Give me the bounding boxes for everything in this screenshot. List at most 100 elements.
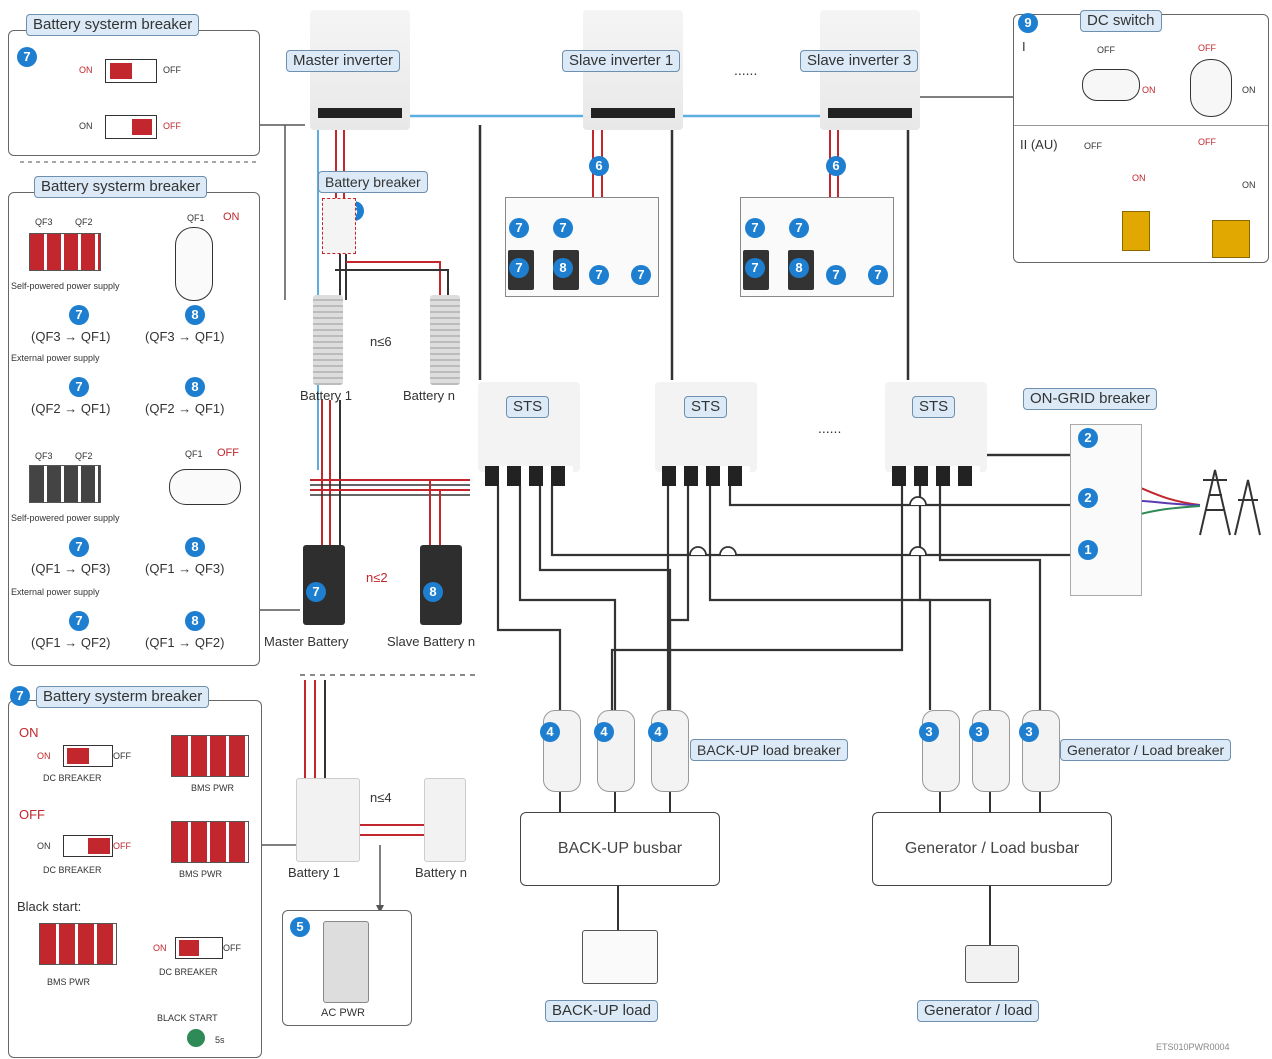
external-power-label: External power supply xyxy=(11,587,100,597)
breaker-switch-off-icon xyxy=(105,115,157,139)
breaker-off-label: OFF xyxy=(113,841,131,851)
slave-battery-label: Slave Battery n xyxy=(387,634,476,649)
generator-device xyxy=(965,945,1019,983)
dc-switch-lock-icon xyxy=(1212,220,1250,258)
panel-b-title: Battery systerm breaker xyxy=(34,176,208,198)
battery-n-lower-unit xyxy=(424,778,466,862)
step-marker-3: 3 xyxy=(969,722,989,742)
step-marker-7: 7 xyxy=(69,611,89,631)
dc-switch-off-label: OFF xyxy=(1084,141,1102,151)
battery-system-breaker-panel-b: QF3 QF2 QF1 ON Self-powered power supply… xyxy=(8,192,260,666)
step-marker-8: 8 xyxy=(423,582,443,602)
bms-pwr-breaker-icon xyxy=(39,923,117,965)
breaker-off-label: OFF xyxy=(113,751,131,761)
off-heading: OFF xyxy=(19,807,45,822)
step-marker-7: 7 xyxy=(306,582,326,602)
dc-switch-knob-icon xyxy=(1082,69,1140,101)
battery-1-label: Battery 1 xyxy=(300,388,353,403)
generator-load-label: Generator / load xyxy=(917,1000,1040,1022)
battery-system-breaker-panel-c: ON ON OFF DC BREAKER BMS PWR OFF ON OFF … xyxy=(8,700,262,1058)
battery-breaker-device xyxy=(322,198,356,254)
panel-a-title: Battery systerm breaker xyxy=(26,14,200,36)
step-marker-7: 7 xyxy=(17,47,37,67)
step-marker-7: 7 xyxy=(10,686,30,706)
breaker-bank-icon xyxy=(29,465,101,503)
sts-port-bar xyxy=(892,466,980,486)
hold-time-label: 5s xyxy=(215,1035,225,1045)
dc-switch-off-label: OFF xyxy=(1198,43,1216,53)
step-marker-6: 6 xyxy=(589,156,609,176)
step-marker-6: 6 xyxy=(826,156,846,176)
backup-busbar: BACK-UP busbar xyxy=(520,812,720,886)
step-marker-7: 7 xyxy=(69,537,89,557)
step-marker-8: 8 xyxy=(185,537,205,557)
dc-switch-label: DC switch xyxy=(1080,10,1162,32)
slave-inverter-1-label: Slave inverter 1 xyxy=(562,50,681,72)
generator-busbar: Generator / Load busbar xyxy=(872,812,1112,886)
sequence-text: (QF1 → QF2) xyxy=(145,635,225,650)
step-marker-2: 2 xyxy=(1078,488,1098,508)
breaker-off-label: OFF xyxy=(163,65,181,75)
step-marker-8: 8 xyxy=(553,258,573,278)
step-marker-8: 8 xyxy=(185,377,205,397)
bms-pwr-breaker-icon xyxy=(171,735,249,777)
breaker-on-label: ON xyxy=(153,943,167,953)
slave-inverter-3-label: Slave inverter 3 xyxy=(800,50,919,72)
sts-ellipsis: ...... xyxy=(818,420,842,436)
qf2-label: QF2 xyxy=(75,451,93,461)
dc-switch-lock-icon xyxy=(1122,211,1150,251)
master-battery-label: Master Battery xyxy=(264,634,349,649)
step-marker-7: 7 xyxy=(553,218,573,238)
step-marker-7: 7 xyxy=(509,258,529,278)
qf1-label: QF1 xyxy=(185,449,203,459)
sts-label: STS xyxy=(912,396,956,418)
qf2-label: QF2 xyxy=(75,217,93,227)
sequence-text: (QF1 → QF2) xyxy=(31,635,111,650)
step-marker-2: 2 xyxy=(1078,428,1098,448)
step-marker-7: 7 xyxy=(745,258,765,278)
step-marker-8: 8 xyxy=(185,611,205,631)
bms-pwr-label: BMS PWR xyxy=(179,869,223,879)
breaker-on-label: ON xyxy=(79,121,93,131)
dc-breaker-on-icon xyxy=(63,745,113,767)
footer-code: ETS010PWR0004 xyxy=(1156,1042,1230,1052)
battery-1-unit xyxy=(313,295,343,385)
step-marker-9: 9 xyxy=(1018,13,1038,33)
step-marker-8: 8 xyxy=(185,305,205,325)
dc-switch-type-2: II (AU) xyxy=(1020,137,1058,152)
on-grid-breaker-panel xyxy=(1070,424,1142,596)
battery-n-unit xyxy=(430,295,460,385)
backup-busbar-label: BACK-UP busbar xyxy=(557,840,683,857)
dc-switch-on-label: ON xyxy=(1142,85,1156,95)
breaker-off-label: OFF xyxy=(223,943,241,953)
generator-breaker-device xyxy=(922,710,960,792)
qf1-label: QF1 xyxy=(187,213,205,223)
sts-port-bar xyxy=(662,466,750,486)
sts-port-bar xyxy=(485,466,573,486)
dc-switch-off-label: OFF xyxy=(1097,45,1115,55)
battery-1-lower-unit xyxy=(296,778,360,862)
dc-breaker-label: DC BREAKER xyxy=(159,967,218,977)
sequence-text: (QF2 → QF1) xyxy=(145,401,225,416)
panel-c-title: Battery systerm breaker xyxy=(36,686,210,708)
rotary-switch-icon xyxy=(169,469,241,505)
breaker-on-label: ON xyxy=(79,65,93,75)
breaker-on-label: ON xyxy=(37,841,51,851)
battery-n-lower-label: Battery n xyxy=(415,865,468,880)
inverter-ellipsis: ...... xyxy=(734,62,758,78)
step-marker-7: 7 xyxy=(69,305,89,325)
sequence-text: (QF1 → QF3) xyxy=(31,561,111,576)
ac-pwr-panel: 5 AC PWR xyxy=(282,910,412,1026)
dc-switch-off-label: OFF xyxy=(1198,137,1216,147)
sts-label: STS xyxy=(506,396,550,418)
sequence-text: (QF3 → QF1) xyxy=(145,329,225,344)
step-marker-5: 5 xyxy=(290,917,310,937)
step-marker-3: 3 xyxy=(919,722,939,742)
dc-breaker-label: DC BREAKER xyxy=(43,865,102,875)
ac-pwr-breaker-device xyxy=(323,921,369,1003)
ac-pwr-label: AC PWR xyxy=(321,1007,365,1019)
dc-breaker-on-icon xyxy=(175,937,223,959)
step-marker-7: 7 xyxy=(631,265,651,285)
battery-count-limit: n≤4 xyxy=(370,790,392,805)
breaker-switch-on-icon xyxy=(105,59,157,83)
